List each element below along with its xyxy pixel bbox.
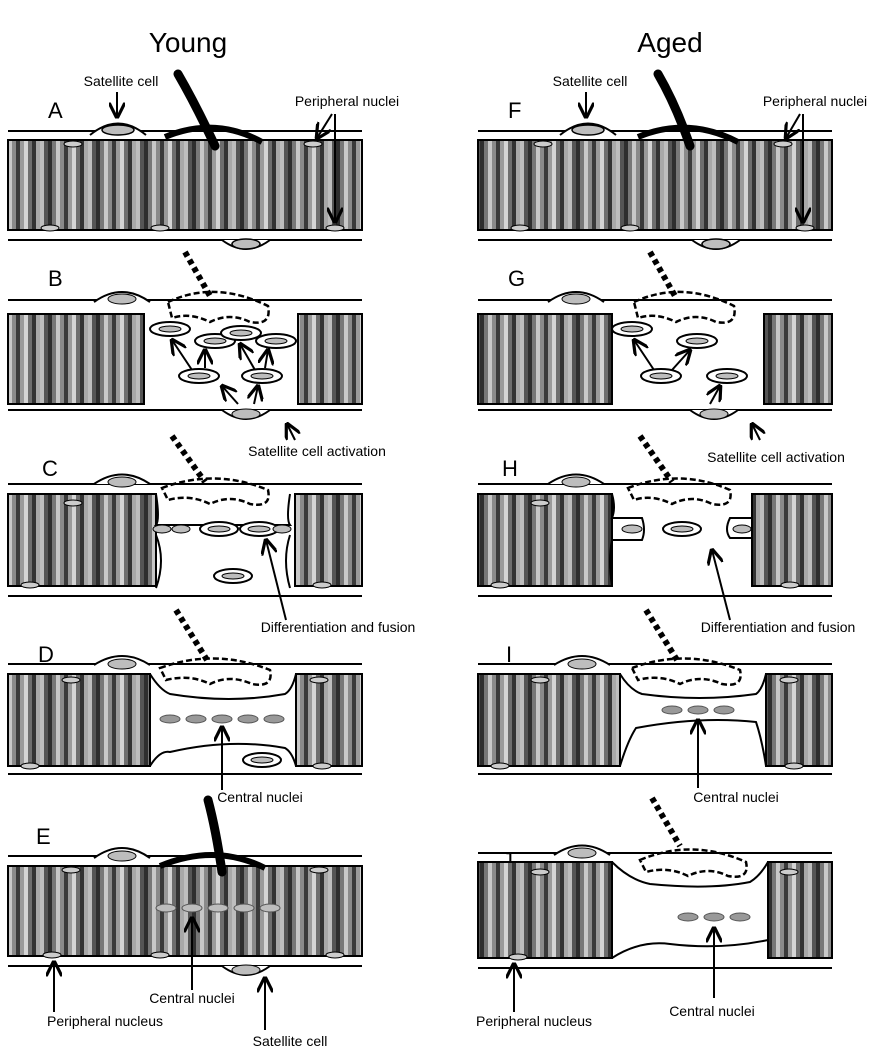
- muscle-fiber: [767, 861, 833, 959]
- muscle-fiber: [763, 313, 833, 405]
- regenerating-myotube: [611, 861, 769, 959]
- panel-letter-h: H: [502, 456, 518, 481]
- degenerating-axon: [182, 250, 213, 298]
- label-satellite-cell-activation: Satellite cell activation: [707, 449, 845, 465]
- panel-d: D Central nuclei: [7, 608, 363, 805]
- muscle-fiber: [7, 313, 145, 405]
- regenerating-myotube: [619, 673, 767, 767]
- muscle-fiber: [477, 139, 833, 231]
- myoblast-group: [611, 321, 748, 384]
- muscle-fiber: [7, 493, 157, 587]
- central-nuclei-row: [159, 714, 285, 724]
- label-central-nuclei: Central nuclei: [217, 789, 303, 805]
- label-satellite-cell-activation: Satellite cell activation: [248, 443, 386, 459]
- label-peripheral-nuclei: Peripheral nuclei: [295, 93, 399, 109]
- muscle-fiber: [477, 313, 613, 405]
- regenerating-myotube: [149, 673, 297, 767]
- peripheral-nucleus: [303, 140, 323, 148]
- muscle-fiber: [477, 673, 621, 767]
- central-nuclei-row: [155, 903, 281, 913]
- label-differentiation-fusion: Differentiation and fusion: [261, 619, 416, 635]
- panel-letter-b: B: [48, 266, 63, 291]
- nerve-axon: [653, 69, 695, 151]
- nerve-axon: [173, 69, 220, 151]
- panel-letter-a: A: [48, 98, 63, 123]
- degenerating-axon: [169, 434, 208, 484]
- label-central-nuclei: Central nuclei: [693, 789, 779, 805]
- degenerating-junction: [160, 477, 270, 506]
- muscle-fiber: [477, 493, 613, 587]
- fusing-myoblasts: [152, 521, 292, 584]
- panel-e: E Central nuclei Peripheral nucleus Sate…: [7, 795, 363, 1049]
- peripheral-nucleus: [63, 140, 83, 148]
- label-central-nuclei: Central nuclei: [149, 990, 235, 1006]
- panel-g: G Satellite cell activation: [477, 250, 845, 465]
- degenerating-axon: [173, 608, 210, 662]
- neuromuscular-junction: [163, 124, 264, 145]
- degenerating-axon: [643, 608, 680, 662]
- label-satellite-cell: Satellite cell: [84, 73, 159, 89]
- label-central-nuclei: Central nuclei: [669, 1003, 755, 1019]
- muscle-fiber: [765, 673, 833, 767]
- peripheral-nucleus: [325, 224, 345, 232]
- central-nuclei-row: [661, 705, 735, 715]
- degenerating-junction: [630, 657, 742, 686]
- muscle-fiber: [294, 493, 363, 587]
- panel-letter-j: J: [502, 848, 513, 873]
- column-title-young: Young: [149, 27, 227, 58]
- neuromuscular-junction: [158, 852, 267, 871]
- panel-letter-c: C: [42, 456, 58, 481]
- muscle-fiber: [7, 139, 363, 231]
- degenerating-axon: [647, 250, 678, 298]
- column-title-aged: Aged: [637, 27, 702, 58]
- central-nuclei-row: [677, 912, 751, 922]
- label-differentiation-fusion: Differentiation and fusion: [701, 619, 856, 635]
- label-peripheral-nucleus: Peripheral nucleus: [476, 1013, 592, 1029]
- myoblast-group: [149, 321, 297, 384]
- nerve-axon: [203, 795, 227, 877]
- panel-letter-d: D: [38, 642, 54, 667]
- degenerating-junction: [632, 290, 736, 324]
- panel-i: I Central nuclei: [477, 608, 833, 805]
- label-peripheral-nucleus: Peripheral nucleus: [47, 1013, 163, 1029]
- degenerating-axon: [649, 796, 683, 848]
- degenerating-junction: [626, 477, 732, 506]
- panel-j: J Central nuclei Peripheral nucleus: [476, 796, 833, 1029]
- panel-c: C Differentiation and fusion: [7, 434, 416, 635]
- muscle-fiber: [477, 861, 613, 959]
- panel-h: H Differentiation and fusion: [477, 434, 856, 635]
- muscle-fiber: [7, 673, 151, 767]
- muscle-fiber: [297, 313, 363, 405]
- panel-f: F Satellite cell Peripheral nuclei: [477, 69, 867, 250]
- degenerating-junction: [638, 848, 748, 878]
- panel-a: A Satellite cell Peripheral nuclei: [7, 69, 399, 250]
- panel-letter-g: G: [508, 266, 525, 291]
- peripheral-nucleus: [150, 224, 170, 232]
- panel-letter-f: F: [508, 98, 521, 123]
- degenerating-axon: [637, 434, 675, 484]
- peripheral-nucleus: [40, 224, 60, 232]
- panel-letter-i: I: [506, 642, 512, 667]
- neuromuscular-junction: [636, 124, 740, 145]
- panel-b: B Satellite cell: [7, 250, 386, 459]
- panel-letter-e: E: [36, 824, 51, 849]
- degenerating-junction: [166, 290, 270, 324]
- label-satellite-cell: Satellite cell: [553, 73, 628, 89]
- muscle-fiber: [295, 673, 363, 767]
- label-peripheral-nuclei: Peripheral nuclei: [763, 93, 867, 109]
- muscle-fiber: [751, 493, 833, 587]
- regenerating-myotube: [609, 493, 753, 587]
- degenerating-junction: [158, 657, 272, 686]
- label-satellite-cell: Satellite cell: [253, 1033, 328, 1049]
